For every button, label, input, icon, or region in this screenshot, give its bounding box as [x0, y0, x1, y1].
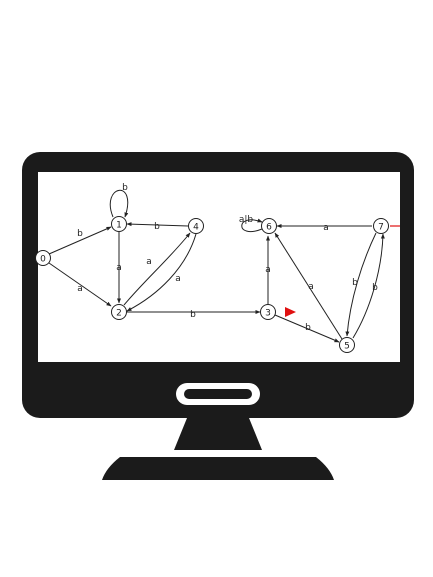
edge-4-2: [126, 233, 197, 312]
state-3: 3: [260, 304, 276, 320]
monitor-base: [102, 457, 334, 480]
label-1-2: a: [116, 263, 122, 273]
state-diagram: b b a b a a a b a b a|b a: [35, 183, 400, 353]
label-2-4: a: [146, 257, 152, 267]
edge-2-4: [123, 232, 191, 306]
state-5-label: 5: [344, 342, 350, 352]
label-0-2: a: [77, 284, 83, 294]
label-5-6: a: [308, 282, 314, 292]
edge-0-2: [48, 262, 112, 307]
edge-5-6: [274, 232, 343, 340]
monitor-screen: [38, 172, 400, 362]
label-4-2: a: [175, 274, 181, 284]
state-3-label: 3: [265, 309, 271, 319]
red-marker-icon: [285, 307, 296, 317]
label-3-6: a: [265, 265, 271, 275]
label-0-1: b: [77, 229, 83, 239]
label-6-6: a|b: [239, 215, 254, 225]
state-2: 2: [111, 304, 127, 320]
state-7: 7: [373, 218, 389, 234]
state-4: 4: [188, 218, 204, 234]
label-5-7: b: [372, 283, 378, 293]
edge-4-1: [126, 222, 189, 227]
label-7-5: b: [352, 278, 358, 288]
state-1: 1: [111, 216, 127, 232]
label-2-3: b: [190, 310, 196, 320]
state-2-label: 2: [116, 309, 122, 319]
monitor-neck: [174, 418, 262, 450]
edge-5-7: [352, 233, 385, 339]
edge-6-6: [241, 218, 263, 233]
label-7-6: a: [323, 223, 329, 233]
state-1-label: 1: [116, 221, 122, 231]
state-7-label: 7: [378, 223, 384, 233]
state-5: 5: [339, 337, 355, 353]
label-3-5: b: [305, 323, 311, 333]
edge-1-1: [109, 189, 129, 218]
label-4-1: b: [154, 222, 160, 232]
state-0-label: 0: [40, 255, 46, 265]
edge-0-1: [48, 226, 112, 255]
state-6-label: 6: [266, 223, 272, 233]
edge-3-5: [274, 314, 340, 343]
state-0: 0: [35, 250, 51, 266]
state-6: 6: [261, 218, 277, 234]
edge-7-5: [345, 232, 377, 337]
state-4-label: 4: [193, 223, 199, 233]
label-1-1: b: [122, 183, 128, 193]
